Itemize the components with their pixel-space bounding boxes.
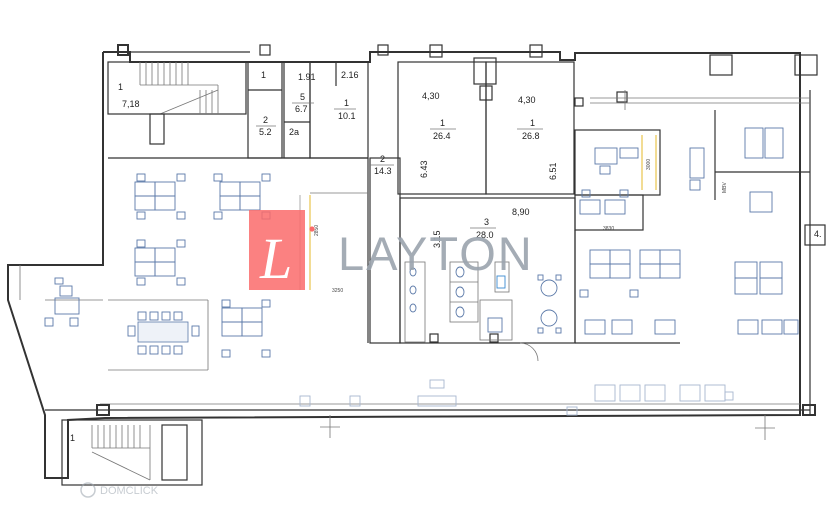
dimension-label: 3830 <box>603 226 614 232</box>
room-labels: 1 7,18 1 1.91 2.16 5 6.7 1 10.1 2 5.2 2a… <box>70 70 822 443</box>
watermark-icon <box>80 482 96 498</box>
room-height: 4,30 <box>422 91 440 101</box>
dimension-notes: 2850 3250 3830 3000 MBV <box>314 159 728 294</box>
logo-mark-background <box>249 210 305 290</box>
room-side: 6.51 <box>548 162 558 180</box>
dimension-label: 3250 <box>332 288 343 294</box>
room-area: 26.8 <box>522 131 540 141</box>
room-height: 4,30 <box>518 95 536 105</box>
desk-cluster-1 <box>134 173 186 220</box>
watermark-text: DOMCLICK <box>100 485 159 497</box>
staircase-top <box>107 61 247 145</box>
columns <box>96 44 816 416</box>
dimension-label: MBV <box>722 182 728 194</box>
staircase-bottom <box>61 419 203 486</box>
room-area: 10.1 <box>338 111 356 121</box>
desk-clusters <box>44 127 799 416</box>
layton-logo: L LAYTON <box>249 210 534 291</box>
axis-markers <box>320 90 775 440</box>
room-number: 5 <box>300 92 305 102</box>
lounge-sofas <box>299 379 734 416</box>
room-area: 5.2 <box>259 127 272 137</box>
room-side: 3.15 <box>432 230 442 248</box>
logo-mark-dot <box>309 226 315 232</box>
room-number: 2a <box>289 127 299 137</box>
room-number: 1 <box>261 70 266 80</box>
right-desks <box>579 127 799 335</box>
room-number: 1 <box>70 433 75 443</box>
logo-wordmark: LAYTON <box>338 227 534 280</box>
room-number: 3 <box>484 217 489 227</box>
room-height: 1.91 <box>298 72 316 82</box>
room-height: 2.16 <box>341 70 359 80</box>
central-offices <box>369 44 576 362</box>
room-height: 4. <box>814 229 822 239</box>
room-area: 26.4 <box>433 131 451 141</box>
lounge-tables <box>537 274 562 334</box>
meeting-table <box>127 311 200 355</box>
small-rooms <box>247 44 389 159</box>
room-number: 1 <box>440 118 445 128</box>
room-area: 14.3 <box>374 166 392 176</box>
room-height: 7,18 <box>122 99 140 109</box>
logo-mark-letter: L <box>259 226 292 291</box>
corner-office-furniture <box>44 277 80 327</box>
room-area: 28.0 <box>476 230 494 240</box>
room-number: 1 <box>118 82 123 92</box>
domclick-watermark: DOMCLICK <box>80 482 159 498</box>
room-number: 1 <box>344 98 349 108</box>
desk-cluster-4 <box>221 299 271 358</box>
dimension-label: 2850 <box>314 225 320 236</box>
room-number: 1 <box>530 118 535 128</box>
room-number: 2 <box>263 115 268 125</box>
room-area: 6.7 <box>295 104 308 114</box>
dimension-label: 3000 <box>646 159 652 170</box>
right-area <box>574 54 826 344</box>
room-side: 6.43 <box>419 160 429 178</box>
room-number: 2 <box>380 154 385 164</box>
desk-cluster-3 <box>134 239 186 286</box>
room-height: 8,90 <box>512 207 530 217</box>
